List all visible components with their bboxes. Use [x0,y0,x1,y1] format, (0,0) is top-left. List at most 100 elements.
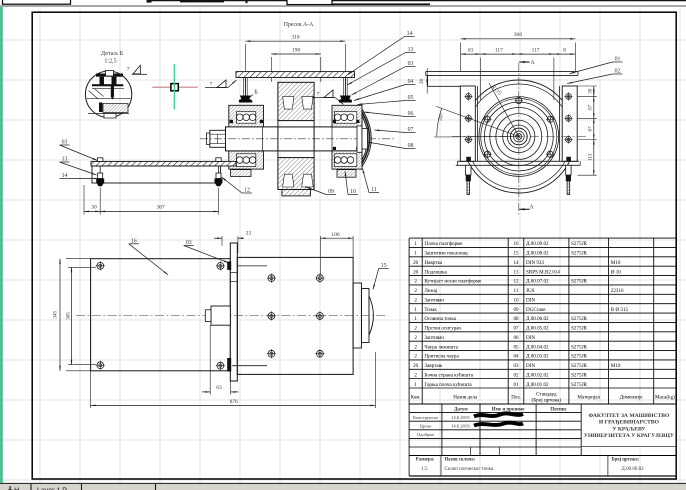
svg-text:12: 12 [244,188,250,194]
svg-text:Д.00.08.02: Д.00.08.02 [526,251,549,257]
svg-text:1:5: 1:5 [421,467,428,472]
svg-text:113: 113 [588,153,594,161]
svg-text:13: 13 [513,269,519,275]
svg-text:Завртањ: Завртањ [424,363,442,369]
svg-text:06: 06 [513,335,519,341]
svg-text:13: 13 [408,47,414,53]
svg-text:03: 03 [408,61,414,67]
svg-text:Датум: Датум [454,408,468,413]
svg-text:7: 7 [127,67,130,73]
svg-text:1: 1 [414,382,417,388]
svg-text:15: 15 [513,251,519,257]
svg-text:04: 04 [408,79,414,85]
svg-text:Ком.: Ком. [411,395,421,401]
svg-text:310: 310 [291,35,300,41]
svg-text:Точак: Точак [424,307,437,313]
svg-text:03: 03 [186,240,192,246]
svg-text:16: 16 [513,241,519,247]
svg-text:01: 01 [513,382,519,388]
svg-text:345: 345 [53,310,59,318]
svg-text:Д.00.01.02: Д.00.01.02 [526,382,549,388]
svg-text:S275JR: S275JR [571,279,587,285]
svg-text:Потпис: Потпис [550,408,567,413]
svg-text:Осовина точка: Осовина точка [424,316,456,322]
svg-text:23: 23 [246,231,252,237]
svg-text:190: 190 [292,47,301,53]
svg-text:Прстен осигурач: Прстен осигурач [424,326,461,332]
svg-text:03: 03 [62,140,68,146]
svg-text:30: 30 [588,88,594,94]
svg-text:1: 1 [414,241,417,247]
svg-text:63: 63 [216,385,222,391]
svg-text:M10: M10 [611,260,621,266]
svg-text:11: 11 [514,288,519,294]
svg-text:14.6.2019.: 14.6.2019. [451,424,471,429]
svg-text:S275JR: S275JR [571,326,587,332]
svg-text:Маса(kg): Маса(kg) [655,394,675,401]
svg-text:Лежај: Лежај [424,288,437,294]
svg-text:2: 2 [414,372,417,378]
svg-text:06: 06 [408,111,414,117]
svg-text:8: 8 [563,48,566,54]
svg-text:10: 10 [513,297,519,303]
svg-text:22316: 22316 [611,288,624,294]
svg-text:02: 02 [513,372,519,378]
svg-text:2: 2 [414,335,417,341]
svg-text:05: 05 [408,95,414,101]
svg-text:S275JR: S275JR [571,316,587,322]
svg-text:14: 14 [513,260,519,266]
svg-text:16: 16 [131,238,137,244]
svg-text:А: А [530,60,535,66]
svg-text:Горња плоча кућишта: Горња плоча кућишта [424,381,472,388]
svg-text:Кутијаст носач платформе: Кутијаст носач платформе [424,278,482,285]
svg-text:11: 11 [371,187,377,193]
svg-text:365: 365 [66,312,72,320]
svg-text:Број цртежа:: Број цртежа: [612,457,640,462]
svg-text:20: 20 [413,363,419,369]
svg-text:38: 38 [419,79,425,85]
svg-text:Бочна страна кућишта: Бочна страна кућишта [424,371,473,378]
svg-text:А: А [529,204,534,210]
svg-text:07: 07 [408,127,414,133]
svg-text:367: 367 [156,204,164,210]
svg-text:B Ø 315: B Ø 315 [611,307,629,313]
svg-text:1: 1 [414,307,417,313]
svg-text:02: 02 [615,69,621,75]
svg-text:Притисна чаура: Притисна чаура [424,354,459,360]
svg-text:Назив дела: Назив дела [453,395,478,401]
svg-text:Д.00.05.02: Д.00.05.02 [526,326,549,332]
svg-text:10: 10 [350,189,356,195]
svg-text:Заптивач: Заптивач [424,297,444,303]
svg-text:09: 09 [328,189,334,195]
svg-text:1: 1 [414,316,417,322]
svg-text:(Број цртежа): (Број цртежа) [532,397,562,404]
svg-text:DIN 933: DIN 933 [526,260,544,266]
svg-text:Плоча платформе: Плоча платформе [424,240,463,247]
svg-text:117: 117 [532,48,540,54]
svg-text:Име и презиме: Име и презиме [492,408,525,413]
svg-text:1:2,5: 1:2,5 [104,59,116,65]
svg-text:1: 1 [414,251,417,257]
svg-text:Б: Б [254,90,258,96]
svg-text:Д.00.04.02: Д.00.04.02 [526,344,549,350]
svg-text:S275JR: S275JR [571,363,587,369]
svg-text:117: 117 [495,48,503,54]
svg-text:2: 2 [414,354,417,360]
svg-text:Поз.: Поз. [511,395,521,401]
svg-text:Димензије: Димензије [620,395,644,401]
svg-text:14: 14 [62,173,68,179]
svg-text:Заптивач: Заптивач [424,335,444,341]
svg-text:13: 13 [62,157,68,163]
svg-text:04: 04 [513,354,519,360]
svg-text:2: 2 [414,297,417,303]
svg-text:09: 09 [513,307,519,313]
svg-text:S275JR: S275JR [571,354,587,360]
svg-text:05: 05 [513,344,519,350]
svg-text:Д.00.03.02: Д.00.03.02 [526,354,549,360]
svg-text:Пресек А-А: Пресек А-А [284,22,314,28]
svg-text:63: 63 [468,48,474,54]
svg-text:JUS: JUS [526,288,535,294]
svg-text:S275JR: S275JR [571,344,587,350]
svg-text:2: 2 [414,279,417,285]
svg-text:7: 7 [317,92,320,98]
